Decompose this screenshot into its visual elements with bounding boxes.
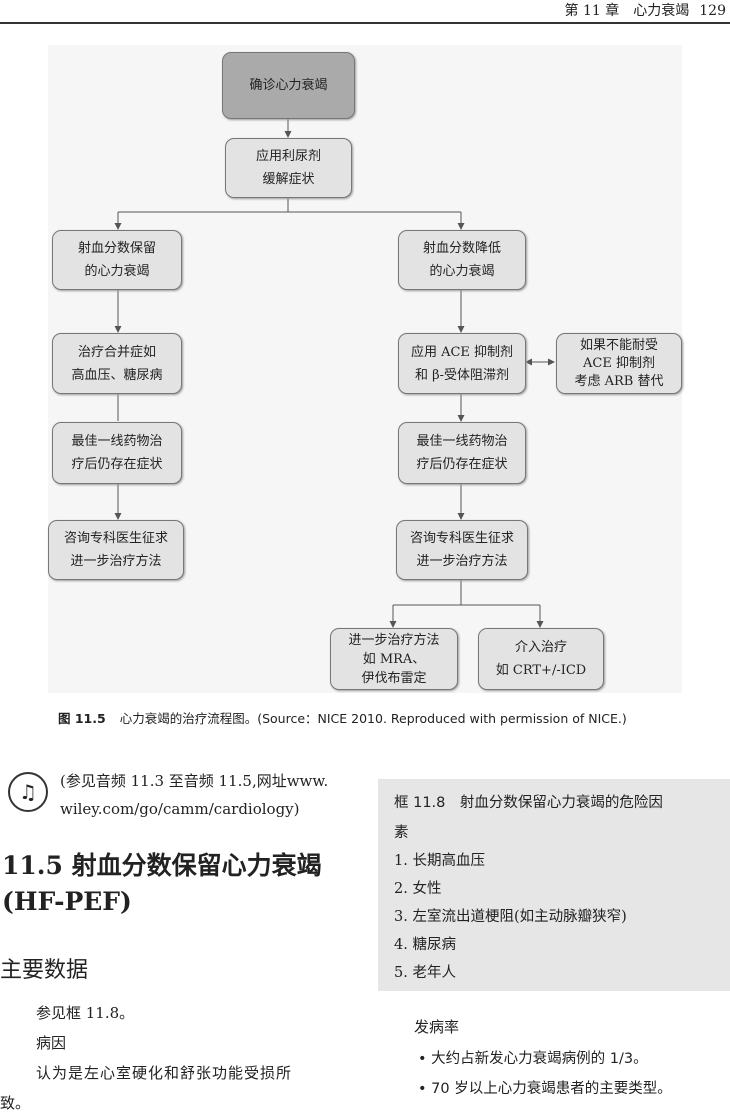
node-hf-ref: 射血分数降低的心力衰竭: [398, 230, 526, 290]
audio-note-line: wiley.com/go/camm/cardiology): [60, 800, 300, 818]
section-heading: 11.5 射血分数保留心力衰竭(HF-PEF): [2, 851, 322, 916]
etiology-heading: 病因: [36, 1034, 67, 1052]
node-hf-pef: 射血分数保留的心力衰竭: [52, 230, 182, 290]
node-device-therapy: 介入治疗如 CRT+/-ICD: [478, 628, 604, 690]
node-diagnose: 确诊心力衰竭: [222, 52, 355, 119]
node-right-symptoms: 最佳一线药物治疗后仍存在症状: [398, 422, 526, 484]
box-title: 框 11.8 射血分数保留心力衰竭的危险因: [394, 795, 663, 811]
flowchart-connectors: [114, 117, 555, 628]
page-number: 129: [699, 3, 726, 19]
audio-icon: ♫: [8, 772, 48, 812]
incidence-bullet: • 大约占新发心力衰竭病例的 1/3。: [418, 1051, 648, 1067]
body-text: 认为是左心室硬化和舒张功能受损所: [36, 1064, 293, 1082]
audio-note-line: (参见音频 11.3 至音频 11.5,网址www.: [60, 772, 329, 790]
node-left-consult: 咨询专科医生征求进一步治疗方法: [48, 520, 184, 580]
risk-item: 1. 长期高血压: [394, 853, 485, 869]
risk-factor-box: 框 11.8 射血分数保留心力衰竭的危险因 素 1. 长期高血压 2. 女性 3…: [378, 779, 730, 991]
header-rule: [0, 22, 730, 24]
node-right-consult: 咨询专科医生征求进一步治疗方法: [396, 520, 528, 580]
risk-item: 3. 左室流出道梗阻(如主动脉瓣狭窄): [394, 909, 627, 925]
node-diuretic: 应用利尿剂缓解症状: [225, 138, 352, 198]
incidence-heading: 发病率: [414, 1018, 460, 1036]
risk-item: 2. 女性: [394, 881, 442, 897]
chapter-title: 第 11 章 心力衰竭: [564, 3, 690, 19]
incidence-bullet: • 70 岁以上心力衰竭患者的主要类型。: [418, 1081, 672, 1097]
node-left-symptoms: 最佳一线药物治疗后仍存在症状: [52, 422, 182, 484]
risk-item: 4. 糖尿病: [394, 937, 456, 953]
subsection-heading: 主要数据: [0, 958, 89, 983]
node-ace-beta: 应用 ACE 抑制剂和 β-受体阻滞剂: [398, 333, 526, 394]
body-text: 参见框 11.8。: [36, 1004, 135, 1022]
node-further-treatment: 进一步治疗方法如 MRA、伊伐布雷定: [330, 628, 458, 690]
node-comorbidities: 治疗合并症如高血压、糖尿病: [52, 333, 182, 394]
running-header: 第 11 章 心力衰竭 129: [555, 0, 726, 20]
box-title: 素: [394, 825, 409, 841]
body-text: 致。: [0, 1094, 31, 1112]
risk-item: 5. 老年人: [394, 965, 456, 981]
